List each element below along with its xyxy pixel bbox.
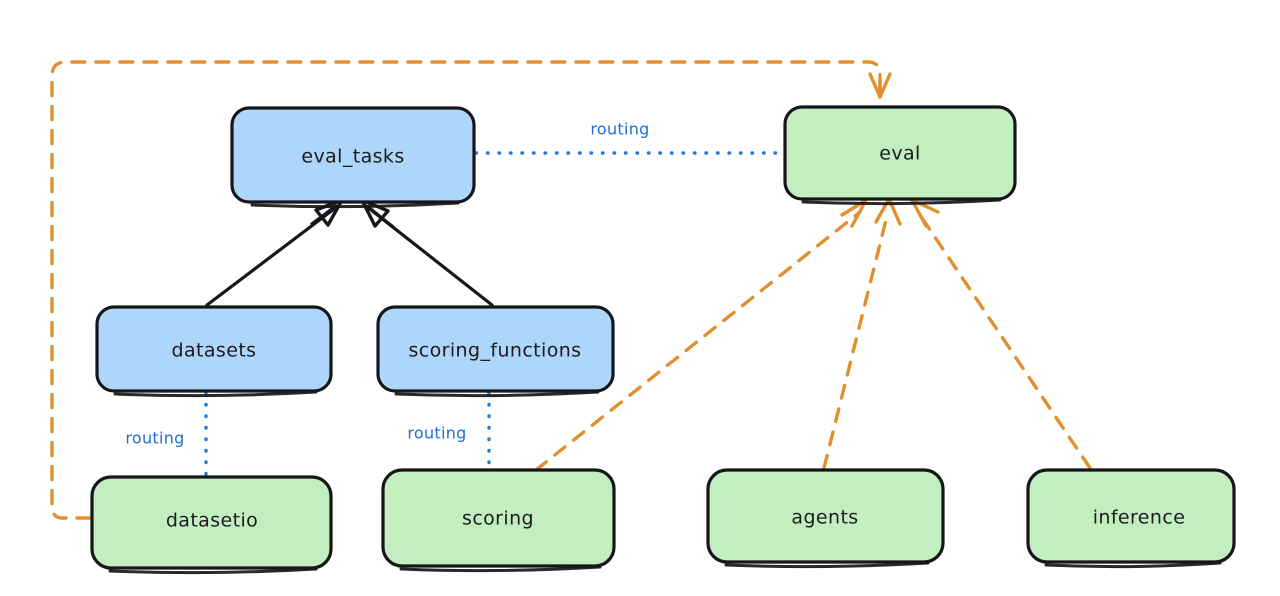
edge-datasets-eval-tasks[interactable] (205, 198, 344, 307)
node-eval[interactable]: eval (783, 105, 1017, 206)
node-inference-label: inference (1093, 507, 1186, 529)
edge-inference-eval[interactable] (910, 198, 1092, 470)
node-agents[interactable]: agents (706, 468, 945, 569)
edge-label-routing-eval: routing (590, 120, 649, 139)
node-scoring[interactable]: scoring (381, 468, 616, 573)
routing-edges (204, 151, 785, 478)
edge-label-routing-scoring: routing (407, 424, 466, 443)
nodes: eval_tasks eval datasets scoring_functio… (90, 105, 1236, 575)
node-datasets[interactable]: datasets (95, 305, 333, 398)
node-eval-tasks[interactable]: eval_tasks (230, 106, 476, 209)
node-agents-label: agents (791, 507, 858, 529)
edge-label-routing-datasetio: routing (125, 429, 184, 448)
node-datasets-label: datasets (172, 340, 257, 362)
node-eval-tasks-label: eval_tasks (301, 146, 404, 168)
edge-labels: routing routing routing (125, 120, 649, 448)
edge-agents-eval[interactable] (822, 197, 902, 470)
node-datasetio-label: datasetio (166, 510, 258, 532)
edge-datasetio-eval[interactable] (50, 60, 892, 520)
node-datasetio[interactable]: datasetio (90, 475, 333, 575)
edge-scoringfn-eval-tasks[interactable] (360, 198, 494, 307)
solid-edges (205, 198, 494, 307)
node-eval-label: eval (879, 143, 920, 165)
node-inference[interactable]: inference (1026, 468, 1236, 569)
node-scoring-functions[interactable]: scoring_functions (376, 305, 615, 398)
node-scoring-functions-label: scoring_functions (409, 340, 582, 362)
node-scoring-label: scoring (462, 508, 534, 530)
